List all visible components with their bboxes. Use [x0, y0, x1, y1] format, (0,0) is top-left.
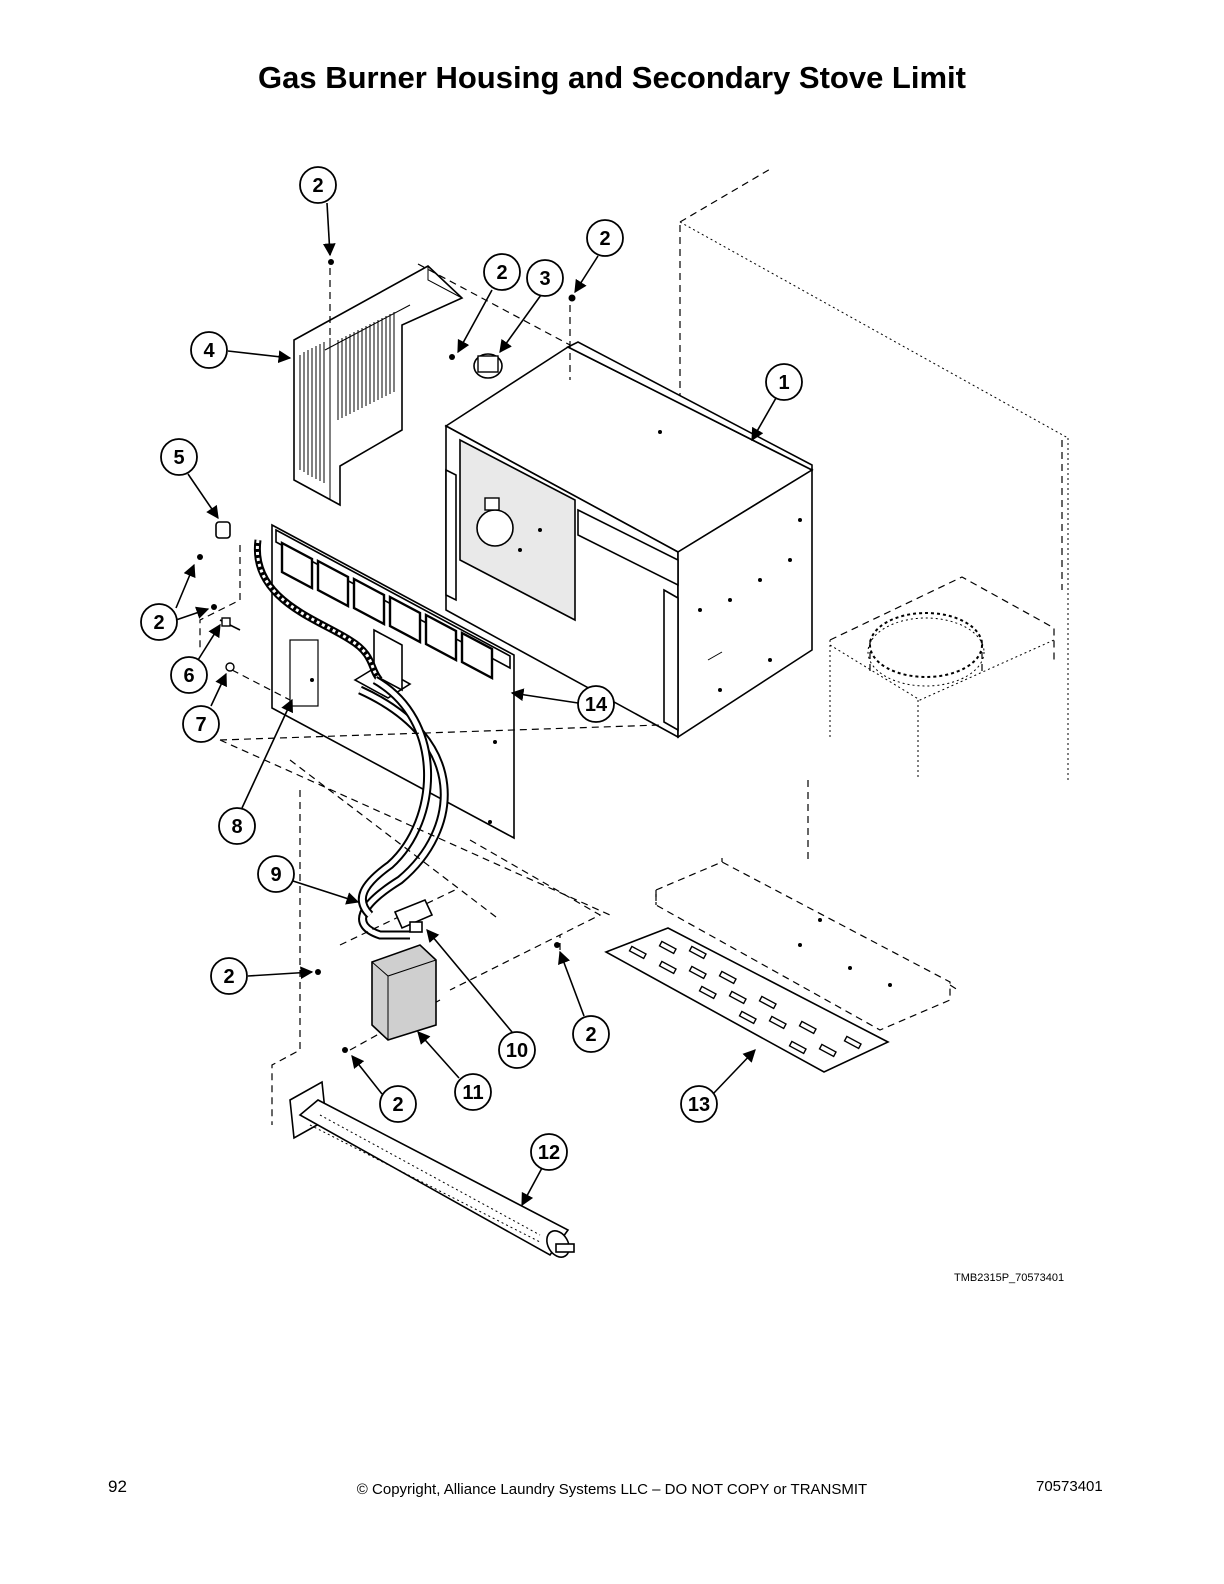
- callout-label: 10: [506, 1040, 528, 1062]
- callouts: 2 2 3 2 4 1 5 2 6 7 14 8 9 2 10 2 11 2 1…: [140, 166, 803, 1171]
- callout-label: 2: [312, 175, 323, 197]
- callout-label: 4: [203, 340, 215, 362]
- heat-shield: [655, 858, 959, 1031]
- callout-label: 8: [231, 816, 242, 838]
- stove-limit-switch: [449, 353, 503, 379]
- mesh-guard: [371, 944, 437, 1041]
- perforated-plate: [604, 927, 890, 1073]
- callout-label: 3: [539, 268, 550, 290]
- perforated-cover: [293, 265, 464, 507]
- screws: [315, 259, 576, 1053]
- drawing-id: TMB2315P_70573401: [954, 1272, 1065, 1284]
- callout-label: 12: [538, 1142, 560, 1164]
- copyright-notice: © Copyright, Alliance Laundry Systems LL…: [356, 1481, 868, 1498]
- callout-12: 12: [530, 1133, 568, 1171]
- callout-label: 6: [183, 665, 194, 687]
- callout-8: 8: [218, 807, 256, 845]
- page-title: Gas Burner Housing and Secondary Stove L…: [258, 60, 966, 95]
- callout-2: 2: [586, 219, 624, 257]
- callout-label: 2: [223, 966, 234, 988]
- igniter-bracket: [393, 898, 434, 933]
- callout-10: 10: [498, 1031, 536, 1069]
- callout-1: 1: [765, 363, 803, 401]
- callout-label: 2: [599, 228, 610, 250]
- callout-label: 2: [585, 1024, 596, 1046]
- callout-14: 14: [577, 685, 615, 723]
- wire-harness: [253, 539, 449, 940]
- callout-label: 2: [392, 1094, 403, 1116]
- callout-2: 2: [210, 957, 248, 995]
- callout-label: 9: [270, 864, 281, 886]
- callout-label: 14: [585, 694, 608, 716]
- callout-4: 4: [190, 331, 228, 369]
- callout-3: 3: [526, 259, 564, 297]
- exhaust-collar: [829, 576, 1055, 740]
- callout-label: 7: [195, 714, 206, 736]
- callout-11: 11: [454, 1073, 492, 1111]
- callout-7: 7: [182, 705, 220, 743]
- callout-2: 2: [572, 1015, 610, 1053]
- callout-2: 2: [379, 1085, 417, 1123]
- callout-2: 2: [299, 166, 337, 204]
- page-number: 92: [108, 1477, 127, 1496]
- callout-label: 13: [688, 1094, 710, 1116]
- callout-9: 9: [257, 855, 295, 893]
- callout-label: 11: [462, 1082, 483, 1104]
- burner-housing-box: [444, 341, 814, 739]
- callout-13: 13: [680, 1085, 718, 1123]
- callout-label: 2: [496, 262, 507, 284]
- callout-6: 6: [170, 656, 208, 694]
- document-number: 70573401: [1036, 1478, 1103, 1495]
- callout-label: 1: [778, 372, 789, 394]
- burner-tube: [289, 1080, 575, 1258]
- callout-2: 2: [140, 603, 178, 641]
- callout-2: 2: [483, 253, 521, 291]
- machine-outline: [679, 167, 1069, 860]
- leader-lines: [175, 202, 777, 1207]
- callout-5: 5: [160, 438, 198, 476]
- small-hardware: [197, 521, 241, 672]
- callout-label: 2: [153, 612, 164, 634]
- callout-label: 5: [173, 447, 184, 469]
